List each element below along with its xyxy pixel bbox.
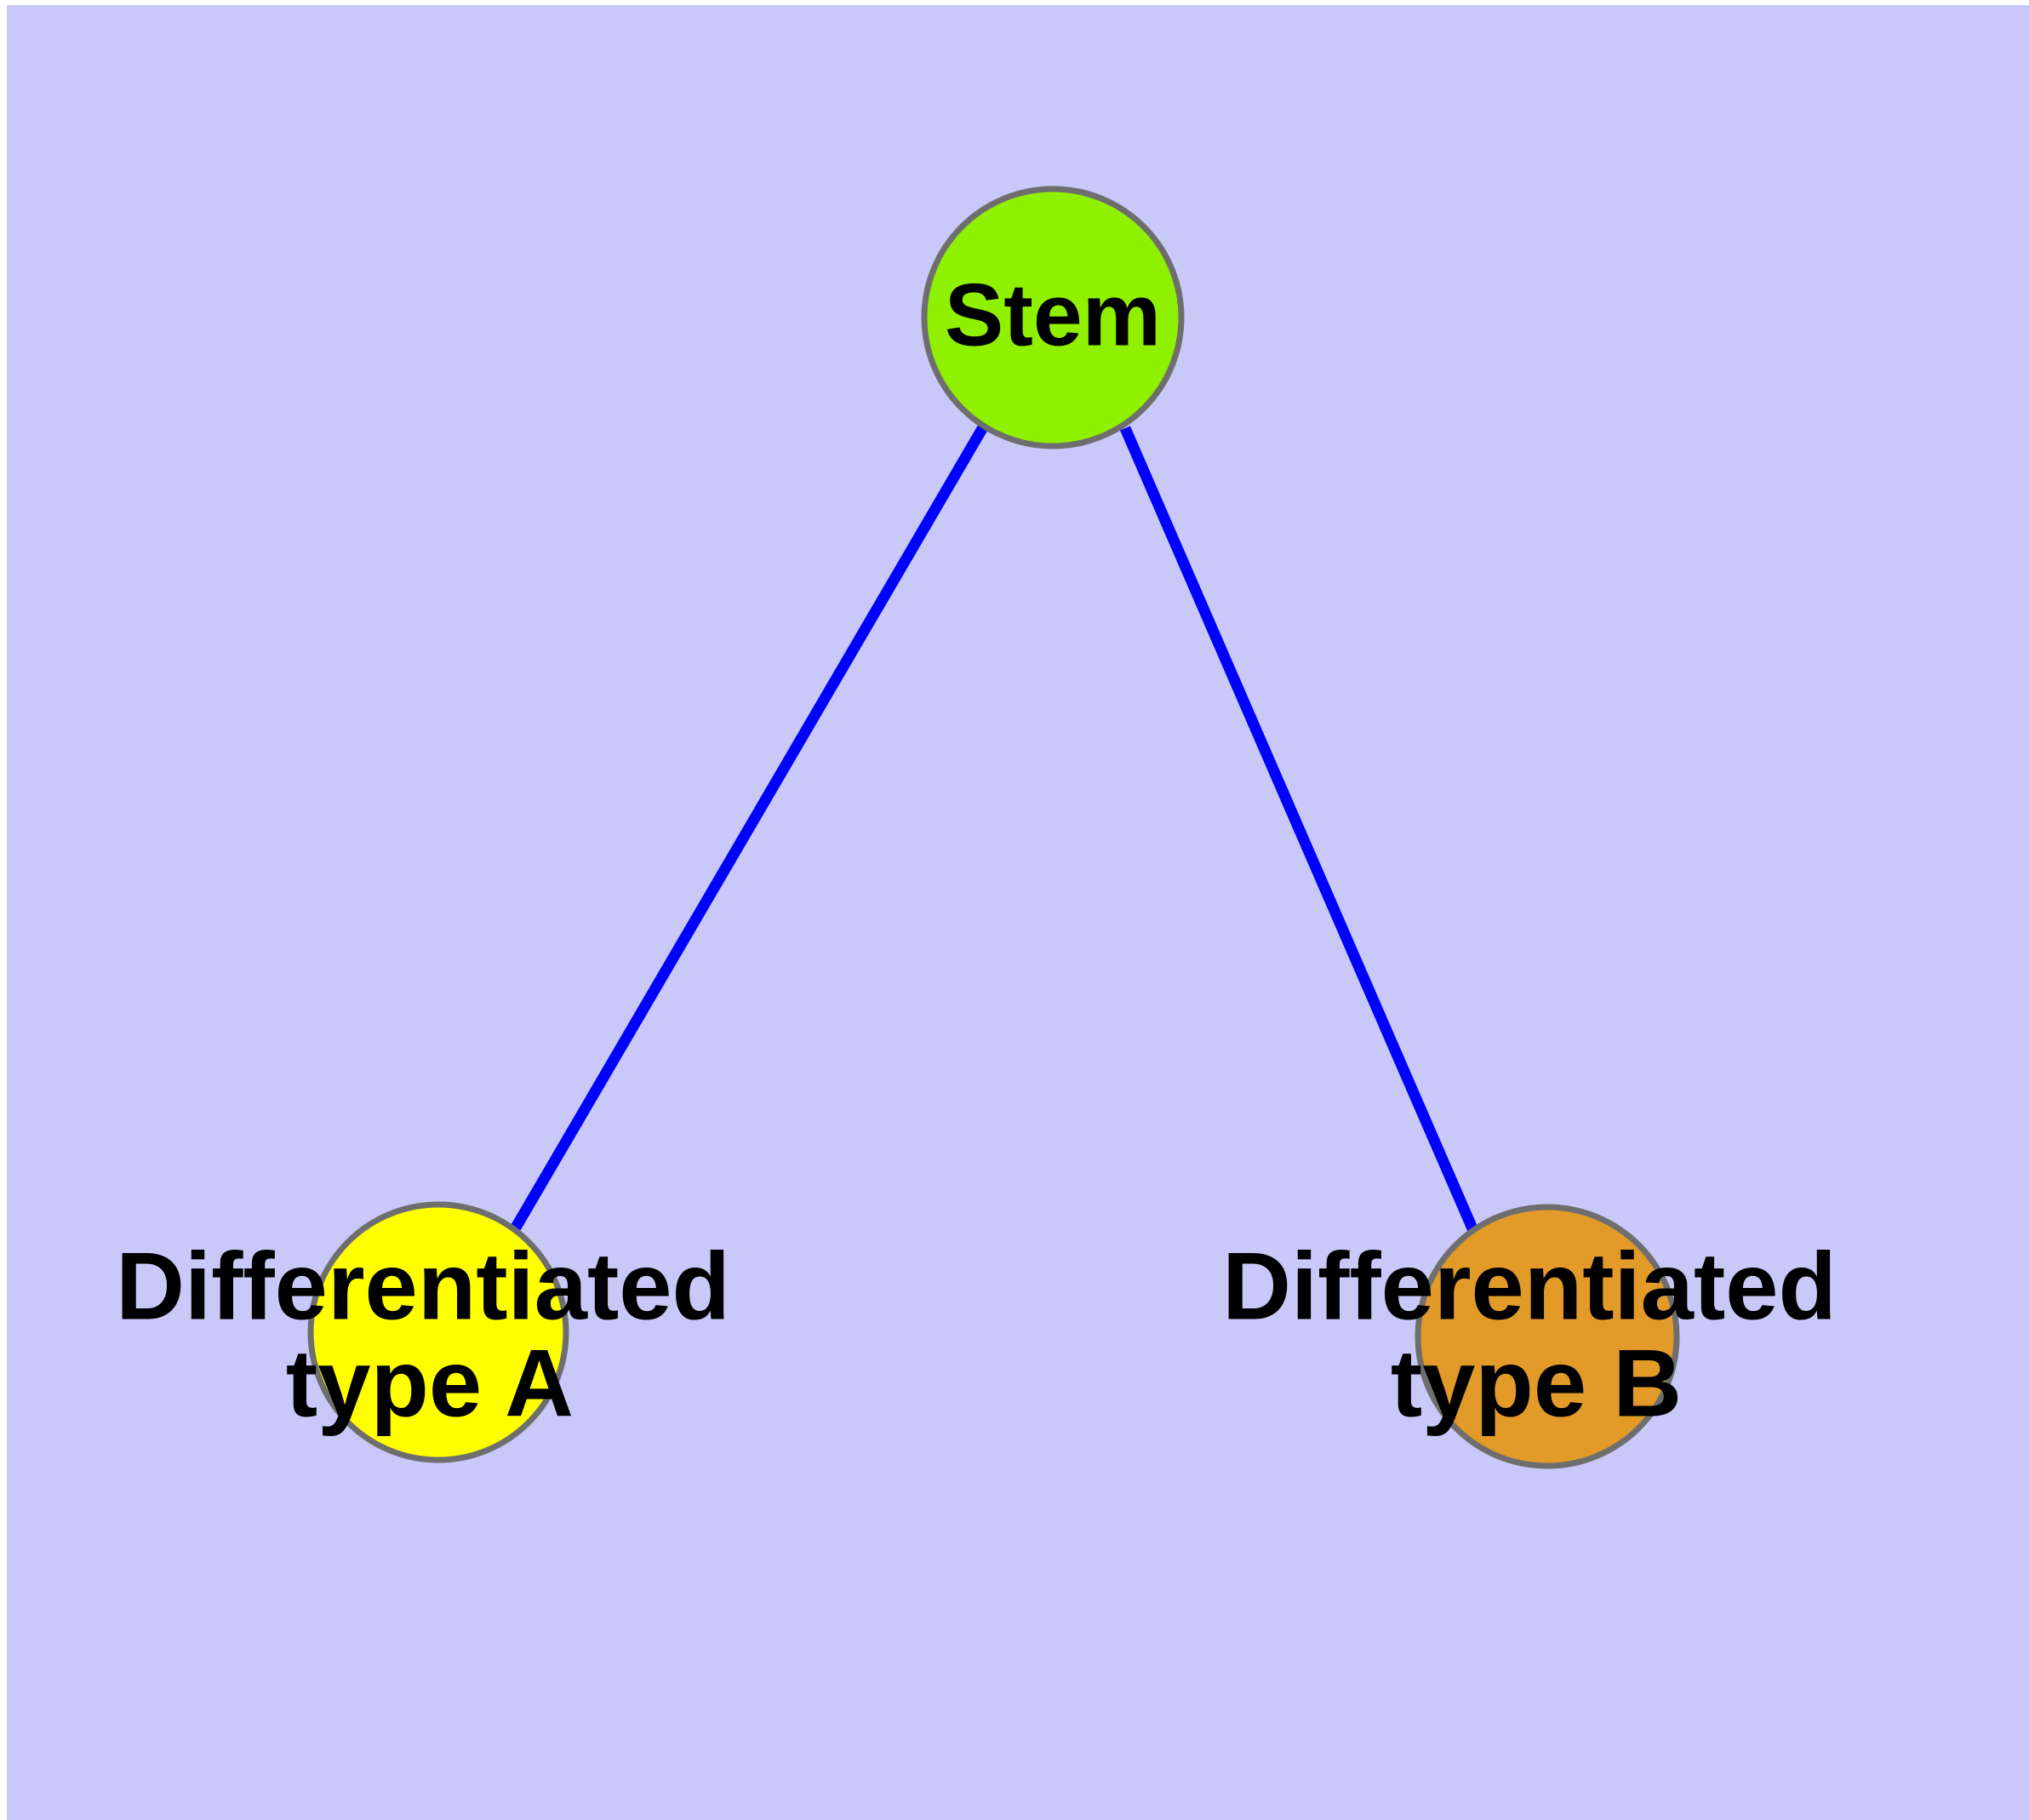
edge-stem-to-differentiated-type-a[interactable] — [511, 424, 988, 1231]
edge-layer — [511, 424, 1480, 1237]
node-differentiated-type-a-circle[interactable] — [307, 1201, 569, 1463]
node-differentiated-type-a-label-line1: Differentiated — [116, 1233, 730, 1340]
node-differentiated-type-b-label-line1: Differentiated — [1222, 1233, 1837, 1340]
node-stem-circle[interactable] — [921, 186, 1185, 449]
node-differentiated-type-a-label-line2: type A — [286, 1331, 574, 1437]
edge-stem-to-differentiated-type-b[interactable] — [1120, 426, 1480, 1237]
node-stem-label: Stem — [945, 266, 1161, 364]
node-differentiated-type-b-label-line2: type B — [1391, 1331, 1682, 1437]
label-layer: Stem Differentiated type A Differentiate… — [116, 266, 1837, 1436]
node-layer — [307, 186, 1680, 1469]
node-differentiated-type-b-circle[interactable] — [1415, 1204, 1680, 1469]
